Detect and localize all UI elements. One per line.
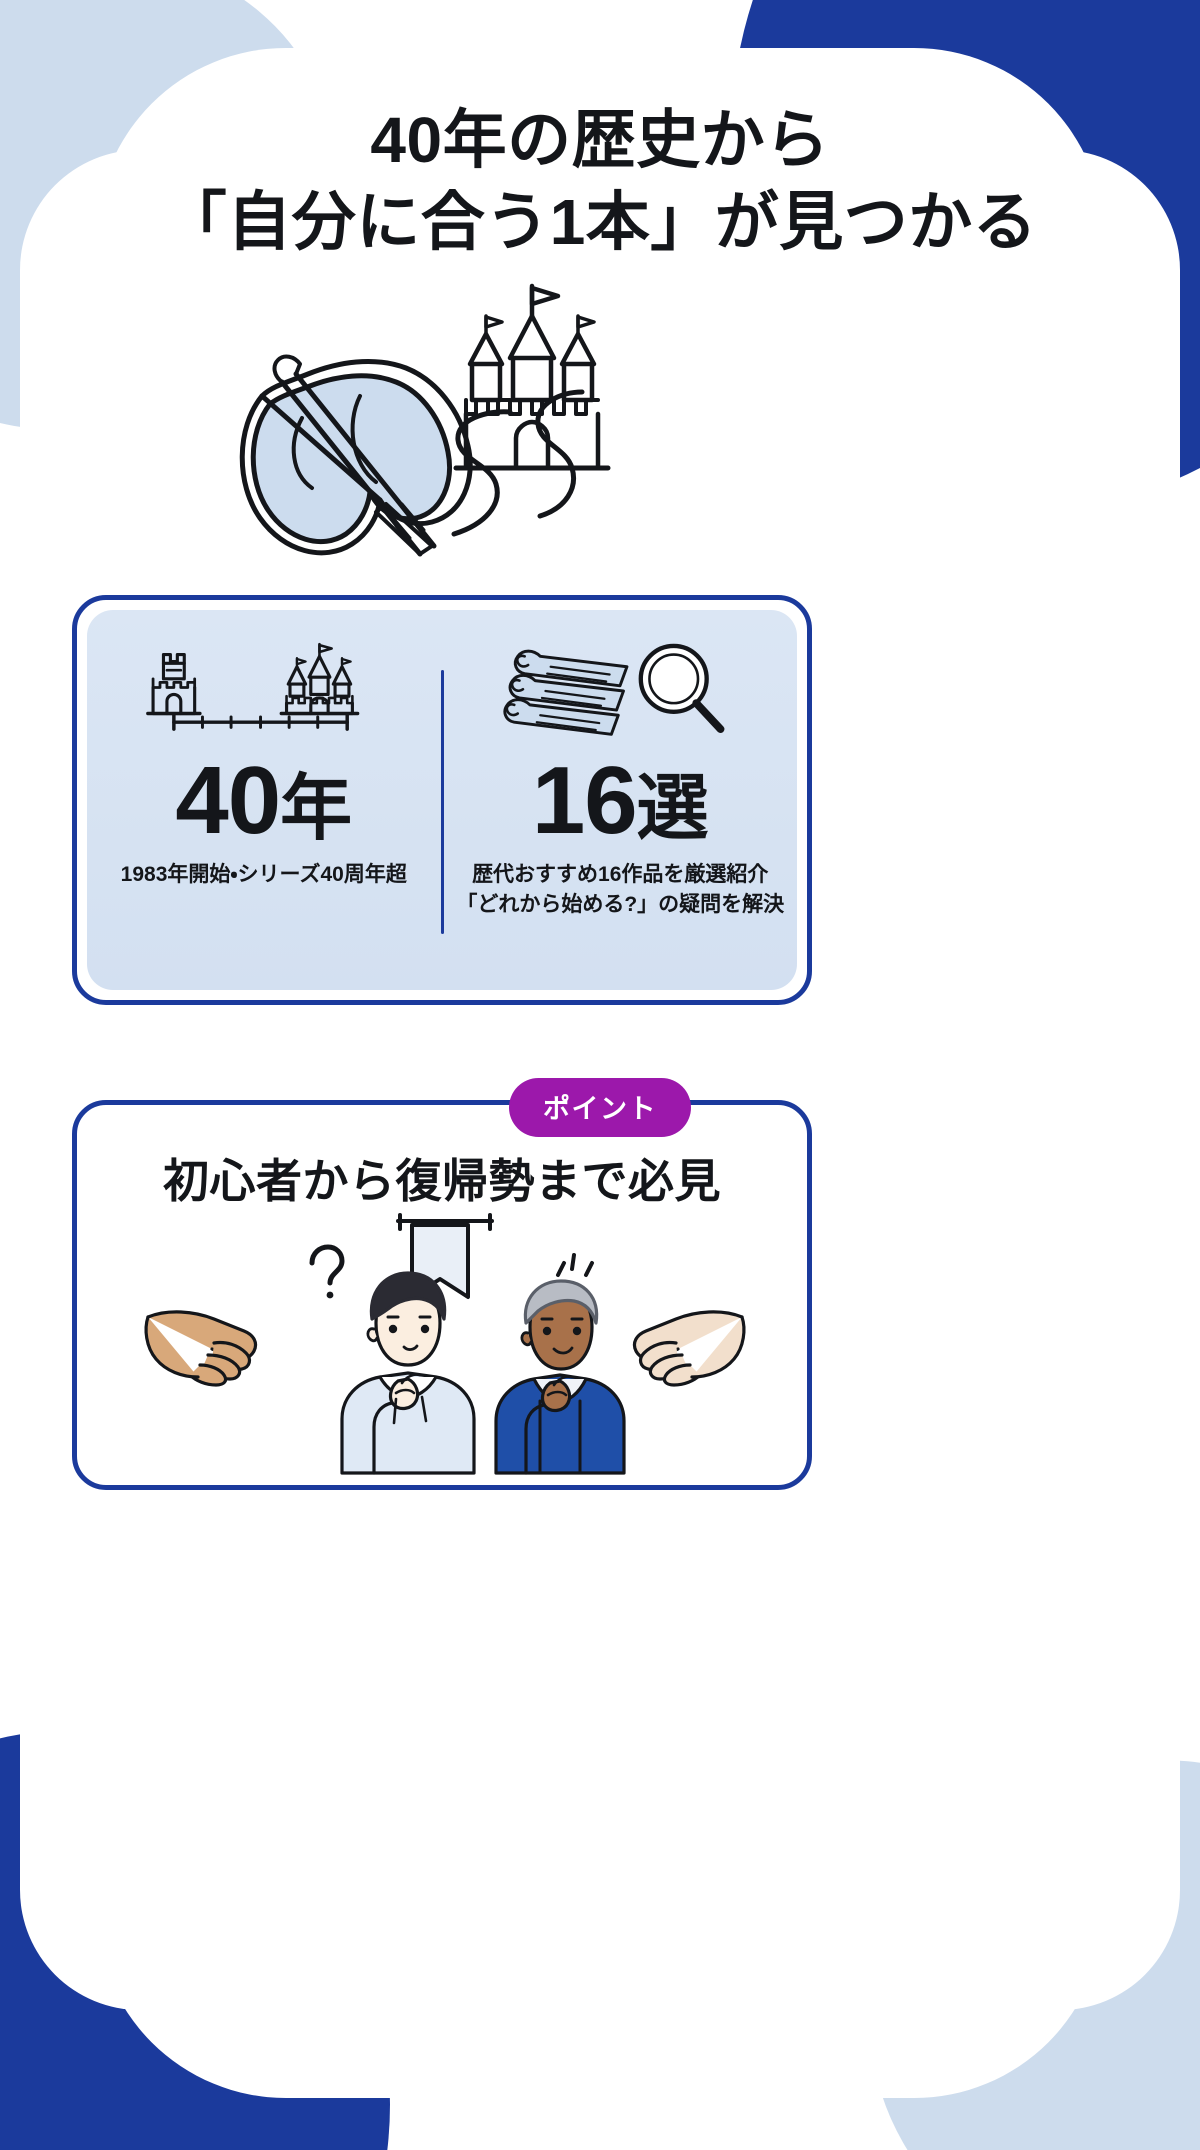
two-people-thinking-with-banner-and-hands-icon <box>144 1213 746 1475</box>
stats-divider <box>440 670 444 934</box>
stats-card: 40年 1983年開始・シリーズ40周年超 <box>72 595 812 1005</box>
scrolls-magnifier-icon <box>490 632 750 750</box>
point-illustration <box>140 1205 750 1475</box>
stat-caption-selections: 歴代おすすめ16作品を厳選紹介 「どれから始める?」の疑問を解決 <box>456 860 784 920</box>
stat-value-selections: 16選 <box>532 752 709 850</box>
page-title-line-2: 「自分に合う1本」が見つかる <box>162 185 1038 258</box>
stat-caption-selections-line-2: 「どれから始める?」の疑問を解決 <box>456 892 785 916</box>
stat-item-selections: 16選 歴代おすすめ16作品を厳選紹介 「どれから始める?」の疑問を解決 <box>444 610 798 990</box>
stat-unit-years: 年 <box>280 769 353 849</box>
stat-caption-years-line-1: 1983年開始・シリーズ40周年超 <box>120 862 407 886</box>
status-badge: ポイント <box>509 1078 691 1137</box>
point-heading: 初心者から復帰勢まで必見 <box>163 1155 721 1207</box>
stat-value-years: 40年 <box>175 752 352 850</box>
stat-item-years: 40年 1983年開始・シリーズ40周年超 <box>87 610 441 990</box>
page-title-line-1: 40年の歴史から <box>370 104 830 176</box>
page-title: 40年の歴史から 「自分に合う1本」が見つかる <box>0 100 1200 264</box>
stat-caption-selections-line-1: 歴代おすすめ16作品を厳選紹介 <box>472 862 769 886</box>
stats-card-inner: 40年 1983年開始・シリーズ40周年超 <box>87 610 797 990</box>
stat-unit-selections: 選 <box>636 769 709 849</box>
butterfly-net-and-castle-path-icon <box>239 283 611 557</box>
stat-caption-years: 1983年開始・シリーズ40周年超 <box>121 860 407 890</box>
stat-number-years: 40 <box>175 747 281 854</box>
stat-number-selections: 16 <box>531 747 638 854</box>
castle-timeline-icon <box>134 632 394 750</box>
hero-illustration <box>210 272 690 572</box>
